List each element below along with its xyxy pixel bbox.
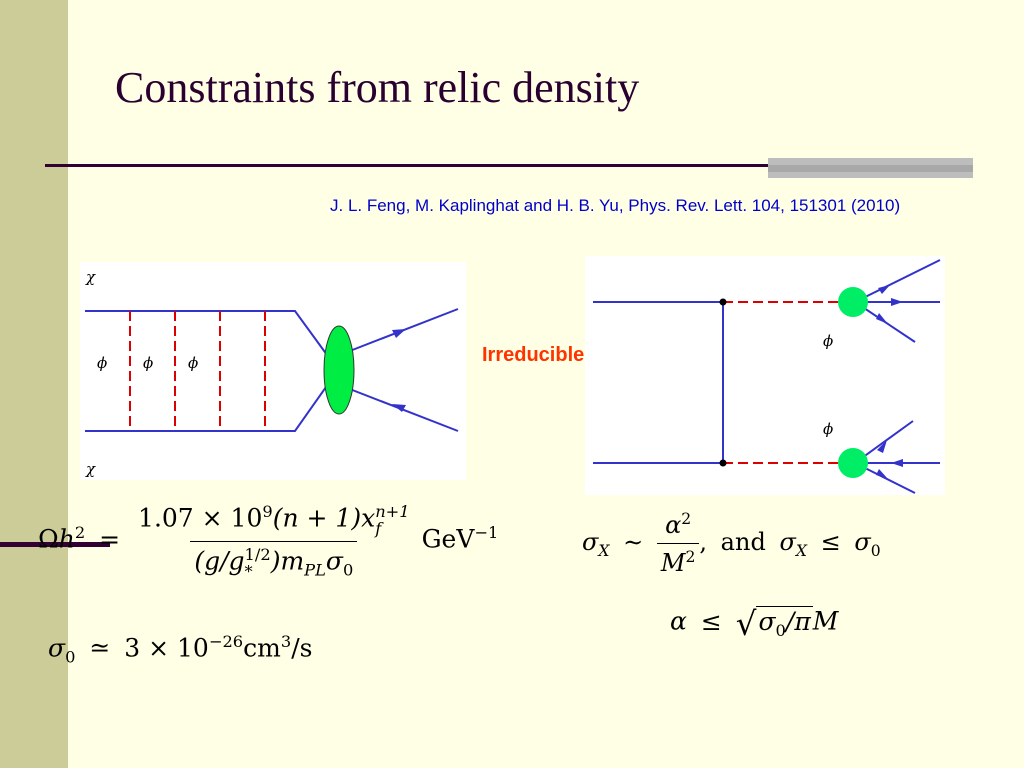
chi-label-bottom: χ [85,460,96,478]
den-sigma: σ [325,546,343,576]
arrow-icon [878,285,890,294]
sigma-sub: X [795,541,807,560]
unit: GeV [421,524,475,554]
arrow-icon [392,329,406,338]
sigma-sub: X [598,541,610,560]
den-m-sub: PL [304,560,326,580]
alpha-symbol: α [670,606,687,636]
fermion-line-bottom [85,369,339,432]
M-symbol: M [660,549,686,577]
num-x: x [361,503,376,533]
den-g-sup: 1/2 [244,544,271,564]
sigmaX-denominator: M2 [656,543,700,577]
sigmaX-fraction: α2 M2 [656,510,700,577]
omega-symbol: Ω [38,524,59,554]
sigma-symbol: σ [779,528,796,556]
approx-sign: ≃ [89,633,111,663]
h-symbol: h [58,524,75,554]
arrow-icon [891,298,903,306]
decay-blob-top [838,287,868,317]
sigma0-unit-tail: /s [291,633,313,663]
alpha-symbol: α [665,511,682,539]
M-exp: 2 [685,548,696,566]
title-rule [45,164,790,167]
title-rule-bar [768,158,973,178]
num-coeff: 1.07 × 10 [138,503,263,533]
arrow-icon [876,469,888,479]
slide-title: Constraints from relic density [115,63,640,112]
den-sigma-sub: 0 [342,560,354,580]
num-x-sub: f [375,518,382,538]
sigmaX-equation: σX ∼ α2 M2 , and σX ≤ σ0 [582,510,881,577]
sigma-sub: 0 [65,647,76,667]
sigma0-value: 3 × 10 [124,633,209,663]
interaction-blob [323,325,355,415]
irreducible-diagram-svg: ϕ ϕ [593,259,941,494]
sigma-symbol: σ [48,633,66,663]
sigma-symbol: σ [758,607,776,636]
phi-label: ϕ [143,354,153,372]
den-g-sub: * [244,561,253,581]
arrow-icon [877,440,887,453]
vertex-dot [719,459,727,467]
sigma-sub: 0 [870,541,881,560]
irreducible-diagram: ϕ ϕ [585,256,945,495]
sigma0-equation: σ0 ≃ 3 × 10−26cm3/s [48,632,312,666]
vertex-dot [719,298,727,306]
sqrt-radicand: σ0/π [756,606,813,640]
arrow-icon [891,459,903,467]
sigma0-exp: −26 [208,632,244,651]
den-g-scripts: 1/2* [245,546,271,580]
sigma0-unit-exp: 3 [280,632,292,651]
comma: , [699,528,708,556]
sqrt-radical-icon: √ [735,604,757,643]
sigma-symbol: σ [582,528,599,556]
and-word: and [720,528,766,556]
alpha-exp: 2 [681,510,692,528]
sim-sign: ∼ [623,528,644,556]
reference-citation: J. L. Feng, M. Kaplinghat and H. B. Yu, … [330,196,901,215]
phi-label: ϕ [188,354,198,372]
sigmaX-numerator: α2 [661,510,695,543]
arrow-icon [876,313,888,324]
leq-sign: ≤ [820,528,841,556]
over-pi: /π [785,607,811,636]
den-open: (g/g [194,546,245,576]
sigma-sub: 0 [775,621,786,640]
left-decor-band [0,0,68,768]
ladder-diagram: χ χ ϕ ϕ ϕ [80,262,466,480]
chi-label-top: χ [85,268,96,286]
sigma0-unit: cm [243,633,281,663]
M-symbol: M [812,606,839,636]
phi-label: ϕ [97,354,107,372]
arrow-icon [392,404,406,412]
left-decor-tick [0,542,110,547]
decay-line [854,259,941,303]
equals-sign: = [99,524,121,554]
ladder-diagram-svg: χ χ ϕ ϕ ϕ [85,268,459,478]
unit-exp: −1 [474,523,499,543]
phi-label-bottom: ϕ [823,420,833,438]
sqrt-expression: √σ0/π [736,606,813,640]
fermion-line-top [85,310,339,371]
sigma-symbol: σ [854,528,871,556]
num-x-sup: n+1 [375,501,410,521]
den-rest: )m [270,546,305,576]
num-mid: (n + 1) [272,503,362,533]
h-exponent: 2 [74,523,86,543]
decay-blob-bottom [838,448,868,478]
leq-sign: ≤ [700,606,722,636]
phi-label-top: ϕ [823,332,833,350]
num-coeff-exp: 9 [262,502,273,521]
